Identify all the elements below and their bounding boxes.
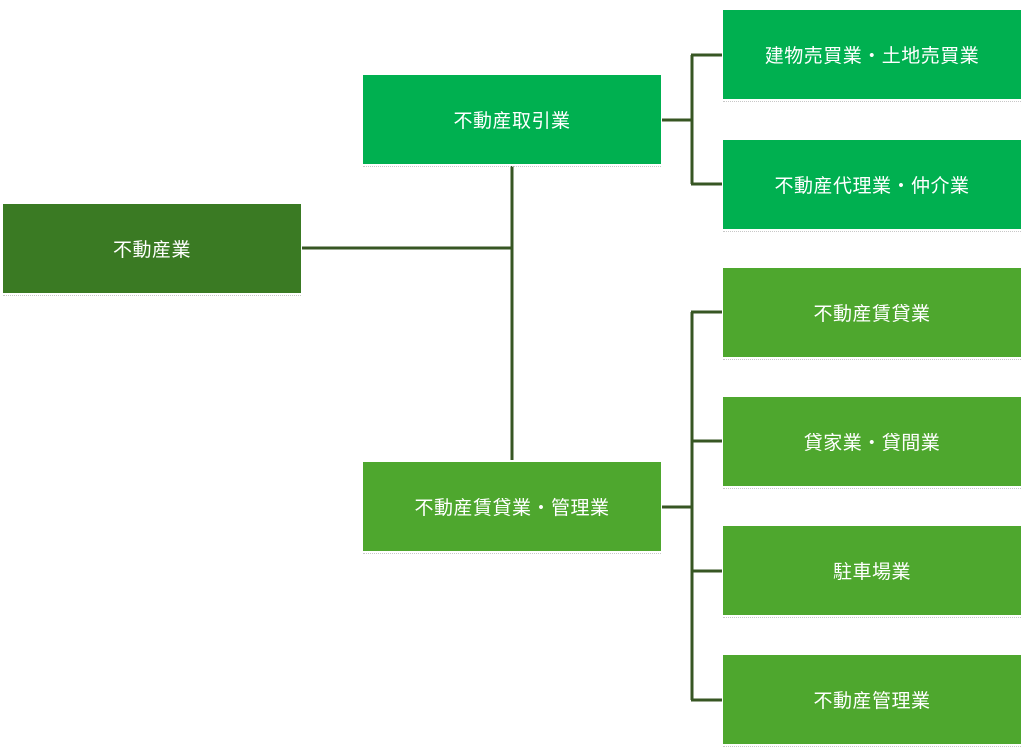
leaf-node-property-management: 不動産管理業 xyxy=(723,655,1021,747)
branch-node-trading: 不動産取引業 xyxy=(363,75,661,167)
leaf-node-building-land-sales: 建物売買業・土地売買業 xyxy=(723,10,1021,102)
leaf-node-house-room-rental: 貸家業・貸間業 xyxy=(723,397,1021,489)
leaf-node-agency-brokerage: 不動産代理業・仲介業 xyxy=(723,140,1021,232)
leaf-node-real-estate-leasing: 不動産賃貸業 xyxy=(723,268,1021,360)
leaf-node-parking: 駐車場業 xyxy=(723,526,1021,618)
root-node: 不動産業 xyxy=(3,204,301,296)
branch-node-leasing-management: 不動産賃貸業・管理業 xyxy=(363,462,661,554)
